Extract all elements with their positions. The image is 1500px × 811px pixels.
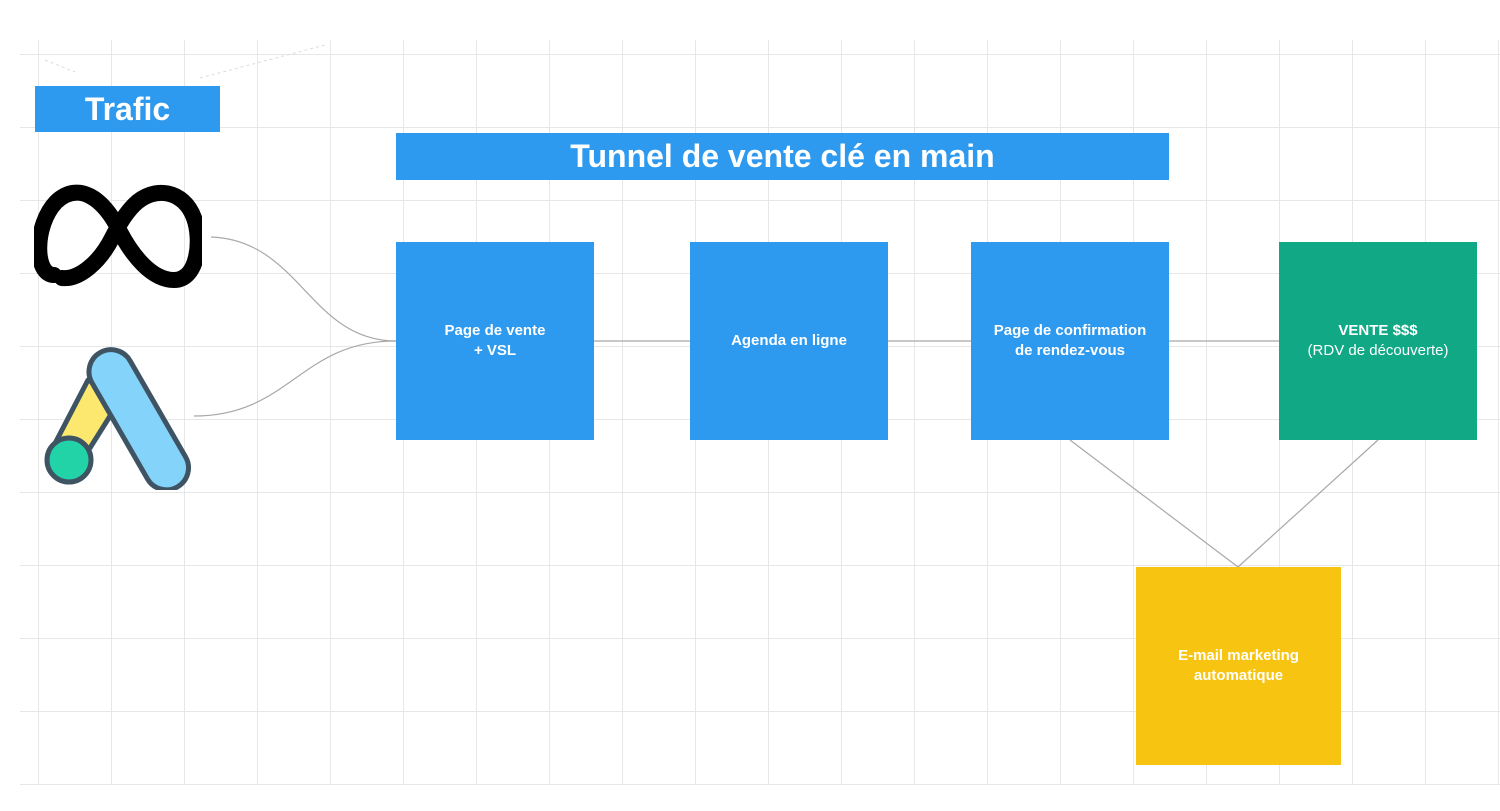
connector-confirmation-to-email — [1069, 439, 1239, 568]
connector-ads-to-sales — [193, 340, 397, 417]
connector-meta-to-sales — [210, 236, 397, 342]
meta-logo-icon — [34, 184, 202, 289]
node-agenda: Agenda en ligne — [690, 242, 888, 440]
node-confirmation: Page de confirmation de rendez-vous — [971, 242, 1169, 440]
connector-sale-to-email — [1237, 439, 1379, 568]
node-sale: VENTE $$$ (RDV de découverte) — [1279, 242, 1477, 440]
node-sales-page-line1: Page de vente — [444, 322, 546, 339]
faint-stroke — [199, 44, 326, 79]
node-sale-line2: (RDV de découverte) — [1307, 342, 1449, 359]
node-confirmation-line1: Page de confirmation — [993, 322, 1147, 339]
node-email: E-mail marketing automatique — [1136, 567, 1341, 765]
node-email-line1: E-mail marketing — [1178, 647, 1299, 664]
funnel-title: Tunnel de vente clé en main — [396, 133, 1169, 180]
node-email-line2: automatique — [1193, 667, 1284, 684]
node-sales-page: Page de vente + VSL — [396, 242, 594, 440]
faint-stroke — [44, 59, 76, 73]
node-agenda-label: Agenda en ligne — [731, 332, 847, 349]
node-confirmation-line2: de rendez-vous — [1014, 342, 1126, 359]
node-sales-page-line2: + VSL — [473, 342, 517, 359]
traffic-title: Trafic — [35, 86, 220, 132]
google-ads-logo-icon — [44, 347, 191, 490]
node-sale-line1: VENTE $$$ — [1338, 322, 1418, 339]
